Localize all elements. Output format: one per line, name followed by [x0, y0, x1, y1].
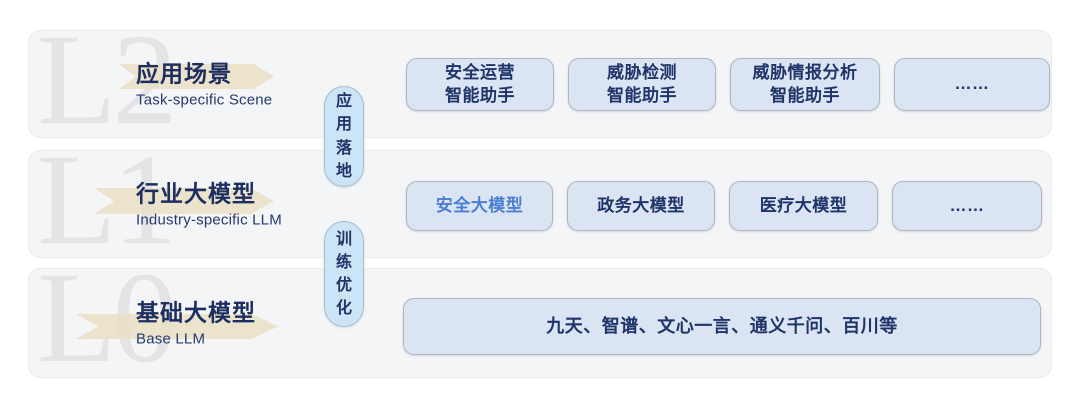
layer-title: 基础大模型 — [136, 299, 256, 326]
base-models-label: 九天、智谱、文心一言、通义千问、百川等 — [546, 315, 898, 336]
ellipsis-label: …… — [949, 195, 985, 215]
scene-box-label: 安全运营 — [445, 63, 515, 83]
model-box-label: 政务大模型 — [597, 195, 685, 215]
layer-subtitle: Task-specific Scene — [136, 91, 273, 109]
layer-l2-title-block: 应用场景 Task-specific Scene — [136, 60, 272, 109]
scene-box-label: 威胁检测 — [607, 63, 677, 83]
connector-label: 应用落地 — [335, 93, 352, 180]
connector-pill-app-deployment: 应用落地 — [324, 86, 364, 187]
title-ribbon-arrow — [119, 64, 274, 89]
layer-l1-title-block: 行业大模型 Industry-specific LLM — [136, 180, 282, 229]
layer-panel-l1: L1 行业大模型 Industry-specific LLM 安全大模型 政务大… — [28, 150, 1052, 258]
title-ribbon-arrow — [94, 188, 274, 214]
layer-panel-l0: L0 基础大模型 Base LLM 九天、智谱、文心一言、通义千问、百川等 — [28, 268, 1052, 378]
ellipsis-label: …… — [954, 74, 990, 94]
model-box-government-llm: 政务大模型 — [567, 181, 715, 231]
base-model-box-row: 九天、智谱、文心一言、通义千问、百川等 — [403, 298, 1041, 355]
model-box-security-llm: 安全大模型 — [406, 181, 553, 231]
industry-model-box-row: 安全大模型 政务大模型 医疗大模型 …… — [406, 181, 1042, 231]
model-box-label: 安全大模型 — [435, 195, 524, 215]
connector-label: 训练优化 — [335, 230, 352, 318]
layer-title: 行业大模型 — [136, 180, 256, 207]
scene-box-ellipsis: …… — [894, 58, 1050, 111]
connector-pill-training-optimization: 训练优化 — [324, 221, 364, 327]
scene-box-label: 威胁情报分析 — [752, 63, 858, 83]
scene-box-label: 智能助手 — [445, 85, 515, 105]
layer-l0-title-block: 基础大模型 Base LLM — [136, 299, 256, 348]
scene-box-security-ops: 安全运营 智能助手 — [406, 58, 554, 111]
model-box-ellipsis: …… — [892, 181, 1042, 231]
base-models-box: 九天、智谱、文心一言、通义千问、百川等 — [403, 298, 1041, 355]
layer-subtitle: Industry-specific LLM — [136, 211, 282, 229]
layer-title: 应用场景 — [136, 60, 232, 87]
scene-box-threat-intel: 威胁情报分析 智能助手 — [730, 58, 880, 111]
title-ribbon-arrow — [76, 314, 278, 339]
scene-box-row: 安全运营 智能助手 威胁检测 智能助手 威胁情报分析 智能助手 …… — [406, 58, 1050, 111]
layer-subtitle: Base LLM — [136, 330, 206, 348]
scene-box-threat-detection: 威胁检测 智能助手 — [568, 58, 716, 111]
scene-box-label: 智能助手 — [770, 85, 840, 105]
model-box-medical-llm: 医疗大模型 — [729, 181, 878, 231]
model-box-label: 医疗大模型 — [759, 195, 848, 215]
scene-box-label: 智能助手 — [607, 85, 677, 105]
layer-panel-l2: L2 应用场景 Task-specific Scene 安全运营 智能助手 威胁… — [28, 30, 1052, 138]
